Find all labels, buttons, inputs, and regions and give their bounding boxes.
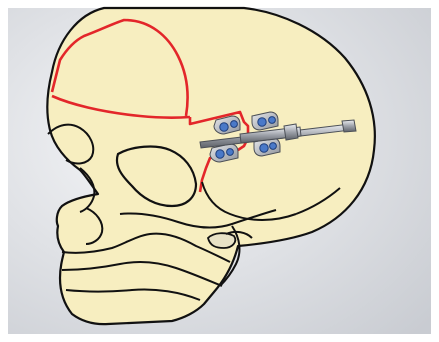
screw <box>216 150 224 158</box>
screw <box>227 149 234 156</box>
rod-activation-tip <box>342 120 356 132</box>
screw <box>231 121 238 128</box>
screw <box>270 143 277 150</box>
screw <box>260 144 268 152</box>
rod-collar <box>284 124 298 140</box>
screw <box>258 118 266 126</box>
screw <box>220 123 228 131</box>
mastoid-process <box>208 233 235 248</box>
screw <box>269 117 276 124</box>
